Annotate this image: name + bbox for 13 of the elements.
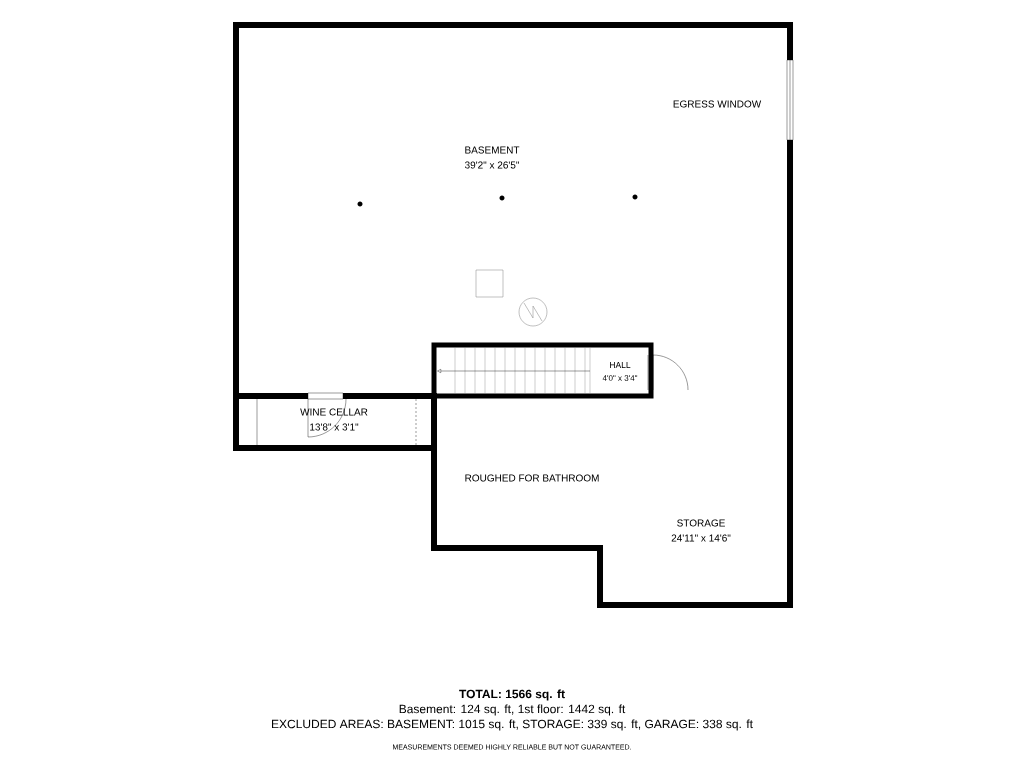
- room-dimensions: 4'0" x 3'4": [602, 375, 638, 381]
- room-dimensions: 13'8" x 3'1": [310, 423, 359, 431]
- room-label: ROUGHED FOR BATHROOM: [465, 474, 599, 482]
- room-dimensions: 24'11" x 14'6": [671, 534, 731, 542]
- room-label: WINE CELLAR: [300, 408, 368, 416]
- excluded-areas: EXCLUDED AREAS: BASEMENT: 1015 sq. ft, STORAGE: 339 sq. ft, GARAGE: 338 sq. ft: [272, 719, 753, 731]
- room-dimensions: 39'2" x 26'5": [464, 161, 519, 169]
- room-label: EGRESS WINDOW: [673, 100, 762, 108]
- total-area: TOTAL: 1566 sq. ft: [459, 689, 565, 701]
- room-label: STORAGE: [677, 519, 725, 527]
- room-label: HALL: [610, 362, 631, 368]
- area-breakdown: Basement: 124 sq. ft, 1st floor: 1442 sq. ft: [399, 704, 626, 716]
- room-label: BASEMENT: [465, 146, 520, 154]
